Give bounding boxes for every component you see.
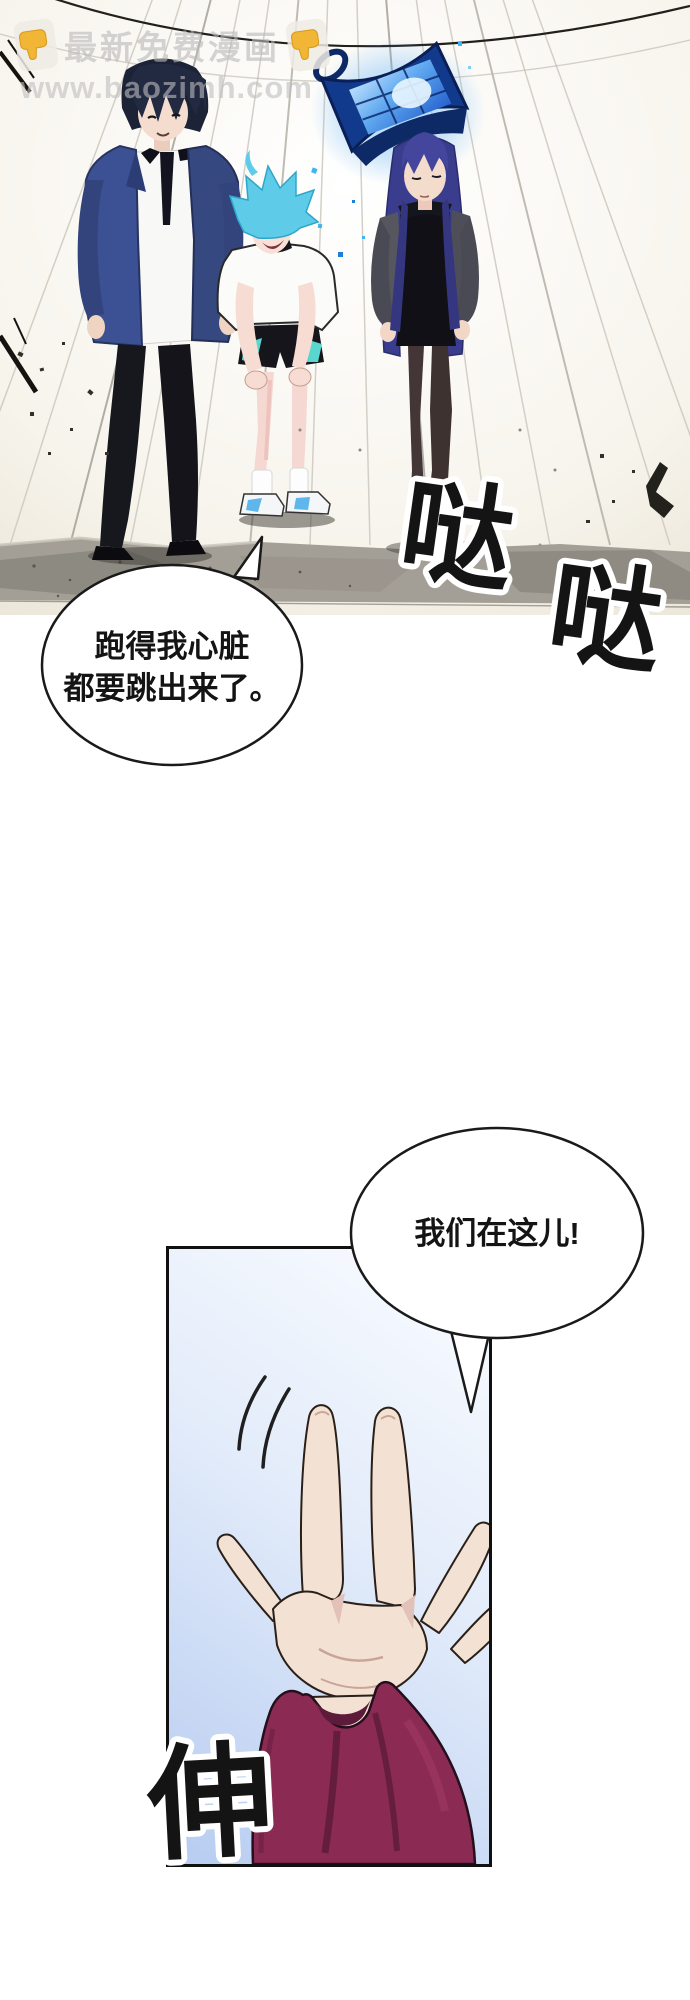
hand-panel bbox=[166, 1246, 492, 1867]
sfx-stretch: 伸 bbox=[137, 1726, 281, 1882]
speech-bubble-heart: 跑得我心脏 都要跳出来了。 bbox=[40, 535, 304, 767]
bubble-body bbox=[40, 563, 304, 767]
reaching-hand bbox=[216, 1404, 489, 1750]
bubble-heart-line-1: 跑得我心脏 bbox=[95, 629, 250, 664]
bubble-tail bbox=[448, 1325, 492, 1414]
debris-particles bbox=[17, 342, 674, 547]
sfx-footstep-2-text: 哒 bbox=[542, 548, 670, 687]
bubble-body bbox=[349, 1126, 645, 1340]
hand-shading bbox=[314, 1411, 415, 1689]
sfx-footstep-1-text: 哒 bbox=[393, 466, 521, 605]
speech-bubble-here: 我们在这儿! bbox=[349, 1126, 645, 1414]
character-purple-haired-woman bbox=[371, 132, 486, 556]
sfx-footstep-2: 哒 bbox=[536, 542, 676, 693]
bubble-heart-line-2: 都要跳出来了。 bbox=[63, 671, 281, 706]
motion-lines bbox=[237, 1375, 291, 1469]
arrival-panel bbox=[0, 0, 690, 615]
red-garment bbox=[251, 1681, 477, 1864]
bubble-tail bbox=[232, 535, 264, 581]
bubble-here-text: 我们在这儿! bbox=[414, 1216, 579, 1251]
sfx-stretch-text: 伸 bbox=[143, 1732, 275, 1876]
hand-scene bbox=[216, 1375, 489, 1864]
sfx-footstep-1: 哒 bbox=[387, 460, 527, 611]
character-blue-haired-kid bbox=[216, 150, 340, 528]
